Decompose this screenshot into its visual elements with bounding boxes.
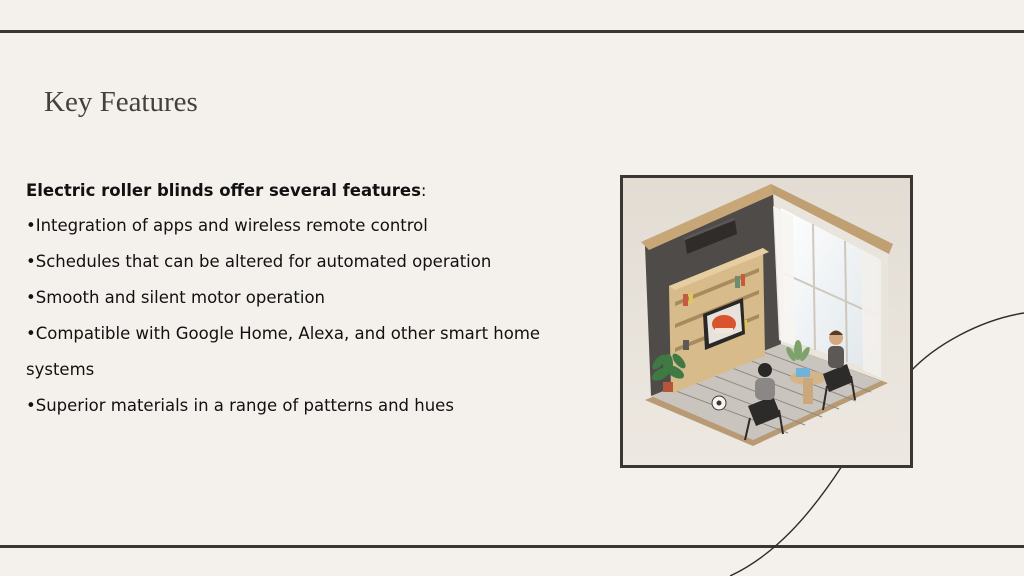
- room-illustration-frame: [620, 175, 913, 468]
- feature-bullet: •Smooth and silent motor operation: [26, 288, 325, 307]
- top-rule: [0, 30, 1024, 33]
- feature-bullet: •Compatible with Google Home, Alexa, and…: [26, 324, 541, 343]
- slide-title: Key Features: [44, 86, 198, 118]
- feature-content: Electric roller blinds offer several fea…: [26, 178, 566, 424]
- feature-bullet-continuation: systems: [26, 360, 95, 379]
- intro-colon: :: [420, 181, 427, 200]
- intro-bold-text: Electric roller blinds offer several fea…: [26, 181, 421, 200]
- bottom-rule: [0, 545, 1024, 548]
- feature-bullet: •Superior materials in a range of patter…: [26, 396, 454, 415]
- intro-line: Electric roller blinds offer several fea…: [26, 178, 566, 204]
- isometric-smart-room-illustration: [623, 178, 910, 465]
- feature-bullet: •Integration of apps and wireless remote…: [26, 216, 428, 235]
- feature-bullet: •Schedules that can be altered for autom…: [26, 252, 492, 271]
